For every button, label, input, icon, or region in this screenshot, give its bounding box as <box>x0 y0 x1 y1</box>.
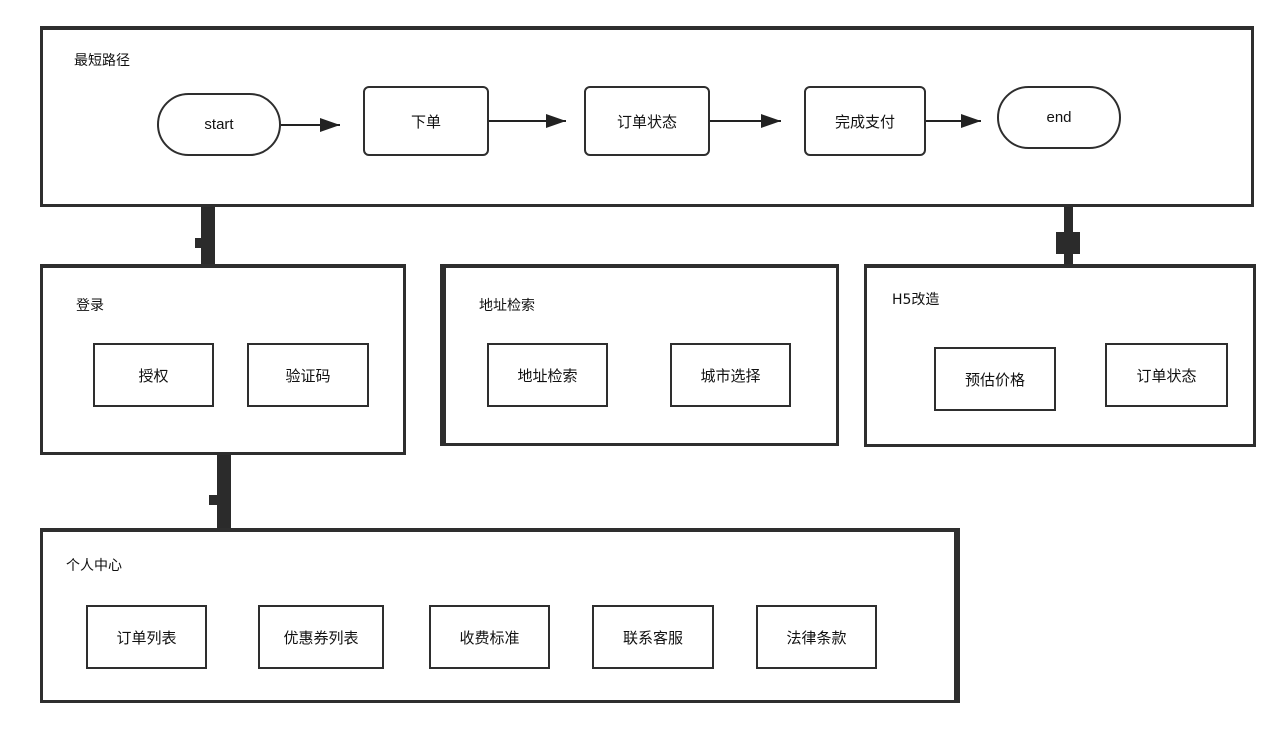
personal-item-fee-standard: 收费标准 <box>429 605 550 669</box>
connector-main-login <box>201 206 215 266</box>
connector-login-personal <box>217 454 231 530</box>
connector-main-login-tab <box>195 238 203 248</box>
address-item-city-select: 城市选择 <box>670 343 791 407</box>
flow-node-start: start <box>157 93 281 156</box>
login-item-verification-code: 验证码 <box>247 343 369 407</box>
arrow-status-to-pay-head <box>761 114 781 128</box>
arrow-order-to-status-head <box>546 114 566 128</box>
address-item-search: 地址检索 <box>487 343 608 407</box>
flow-node-end: end <box>997 86 1121 149</box>
personal-center-title: 个人中心 <box>66 558 122 574</box>
login-item-authorize: 授权 <box>93 343 214 407</box>
personal-item-customer-service: 联系客服 <box>592 605 714 669</box>
flow-node-order-status: 订单状态 <box>584 86 710 156</box>
arrow-pay-to-end-head <box>961 114 981 128</box>
personal-item-coupon-list: 优惠券列表 <box>258 605 384 669</box>
personal-item-legal-terms: 法律条款 <box>756 605 877 669</box>
h5-item-estimated-price: 预估价格 <box>934 347 1056 411</box>
connector-login-personal-tab <box>209 495 219 505</box>
login-title: 登录 <box>76 298 104 314</box>
arrow-start-to-order-head <box>320 118 340 132</box>
connector-main-h5-tab <box>1056 232 1080 254</box>
personal-item-order-list: 订单列表 <box>86 605 207 669</box>
flow-node-complete-payment: 完成支付 <box>804 86 926 156</box>
shortest-path-title: 最短路径 <box>74 53 130 69</box>
address-title: 地址检索 <box>479 298 535 314</box>
h5-title: H5改造 <box>892 292 940 308</box>
flow-node-place-order: 下单 <box>363 86 489 156</box>
h5-item-order-status: 订单状态 <box>1105 343 1228 407</box>
